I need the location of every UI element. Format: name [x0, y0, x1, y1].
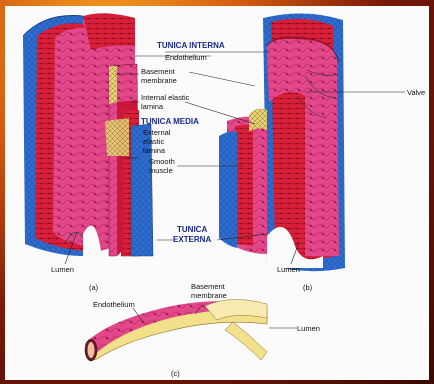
- panel-label-c: (c): [171, 369, 180, 378]
- label-smooth-muscle-line2: muscle: [149, 166, 173, 175]
- panel-label-b: (b): [303, 283, 313, 292]
- label-internal-elastic-lamina-line1: Internal elastic: [141, 93, 190, 102]
- diagram-panel: TUNICA INTERNA Endothelium Basement memb…: [5, 6, 429, 380]
- label-basement-membrane-line2: membrane: [141, 76, 177, 85]
- label-tunica-externa-line2: EXTERNA: [173, 235, 211, 244]
- label-basement-membrane-c-line2: membrane: [191, 291, 227, 300]
- label-endothelium-c: Endothelium: [93, 300, 135, 309]
- label-smooth-muscle-line1: Smooth: [149, 157, 175, 166]
- panel-label-a: (a): [89, 283, 99, 292]
- label-tunica-interna: TUNICA INTERNA: [157, 41, 225, 50]
- label-basement-membrane-line1: Basement: [141, 67, 176, 76]
- label-basement-membrane-c-line1: Basement: [191, 282, 226, 291]
- label-tunica-externa-line1: TUNICA: [177, 225, 207, 234]
- label-lumen-b: Lumen: [277, 265, 300, 274]
- label-internal-elastic-lamina-line2: lamina: [141, 102, 164, 111]
- label-valve: Valve: [407, 88, 425, 97]
- label-tunica-media: TUNICA MEDIA: [141, 117, 199, 126]
- vessel-diagram: TUNICA INTERNA Endothelium Basement memb…: [5, 6, 429, 380]
- label-external-elastic-lamina-line2: elastic: [143, 137, 165, 146]
- label-external-elastic-lamina-line1: External: [143, 128, 171, 137]
- label-lumen-a: Lumen: [51, 265, 74, 274]
- label-endothelium-a: Endothelium: [165, 53, 207, 62]
- label-lumen-c: Lumen: [297, 324, 320, 333]
- artery-illustration-a: [23, 13, 153, 258]
- label-external-elastic-lamina-line3: lamina: [143, 146, 166, 155]
